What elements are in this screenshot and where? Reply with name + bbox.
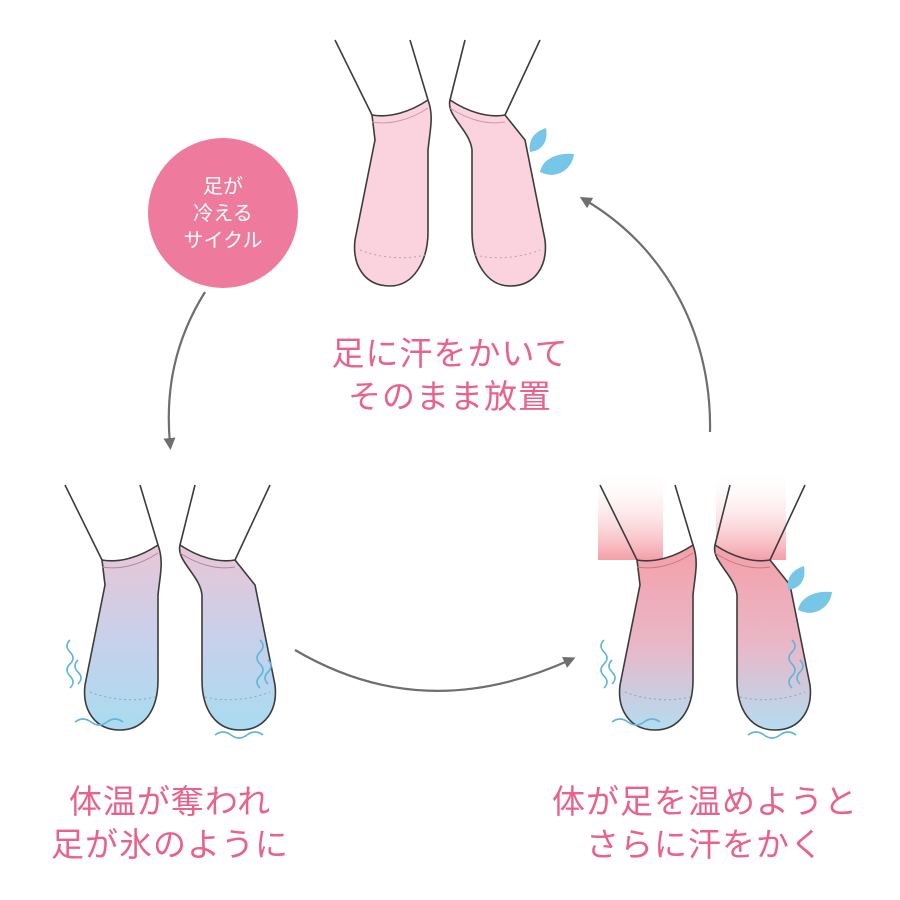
feet-top-pink	[334, 39, 547, 287]
cycle-badge: 足が 冷える サイクル	[148, 138, 298, 288]
caption-line: 足が氷のように	[51, 825, 289, 864]
badge-line: 冷える	[193, 200, 253, 225]
shiver-line-icon	[600, 639, 804, 739]
caption-line: そのまま放置	[348, 377, 552, 416]
caption-line: 体温が奪われ	[68, 782, 272, 821]
caption-top: 足に汗をかいて そのまま放置	[270, 332, 630, 418]
shiver-line-icon	[66, 639, 272, 739]
sweat-drop-icon	[529, 128, 574, 175]
feet-bottom-left-cold	[64, 484, 277, 731]
cycle-arrow-icon	[294, 649, 576, 692]
sweat-drop-icon	[787, 566, 832, 613]
caption-line: 足に汗をかいて	[331, 334, 569, 373]
badge-line: サイクル	[183, 227, 263, 252]
heat-glow	[598, 470, 786, 560]
caption-bottom-left: 体温が奪われ 足が氷のように	[10, 780, 330, 866]
feet-bottom-right-warm	[599, 484, 812, 731]
caption-bottom-right: 体が足を温めようと さらに汗をかく	[525, 780, 885, 866]
cycle-arrow-icon	[579, 196, 712, 433]
badge-line: 足が	[203, 173, 243, 198]
caption-line: 体が足を温めようと	[552, 782, 858, 821]
cycle-arrow-icon	[163, 291, 206, 450]
caption-line: さらに汗をかく	[586, 825, 824, 864]
